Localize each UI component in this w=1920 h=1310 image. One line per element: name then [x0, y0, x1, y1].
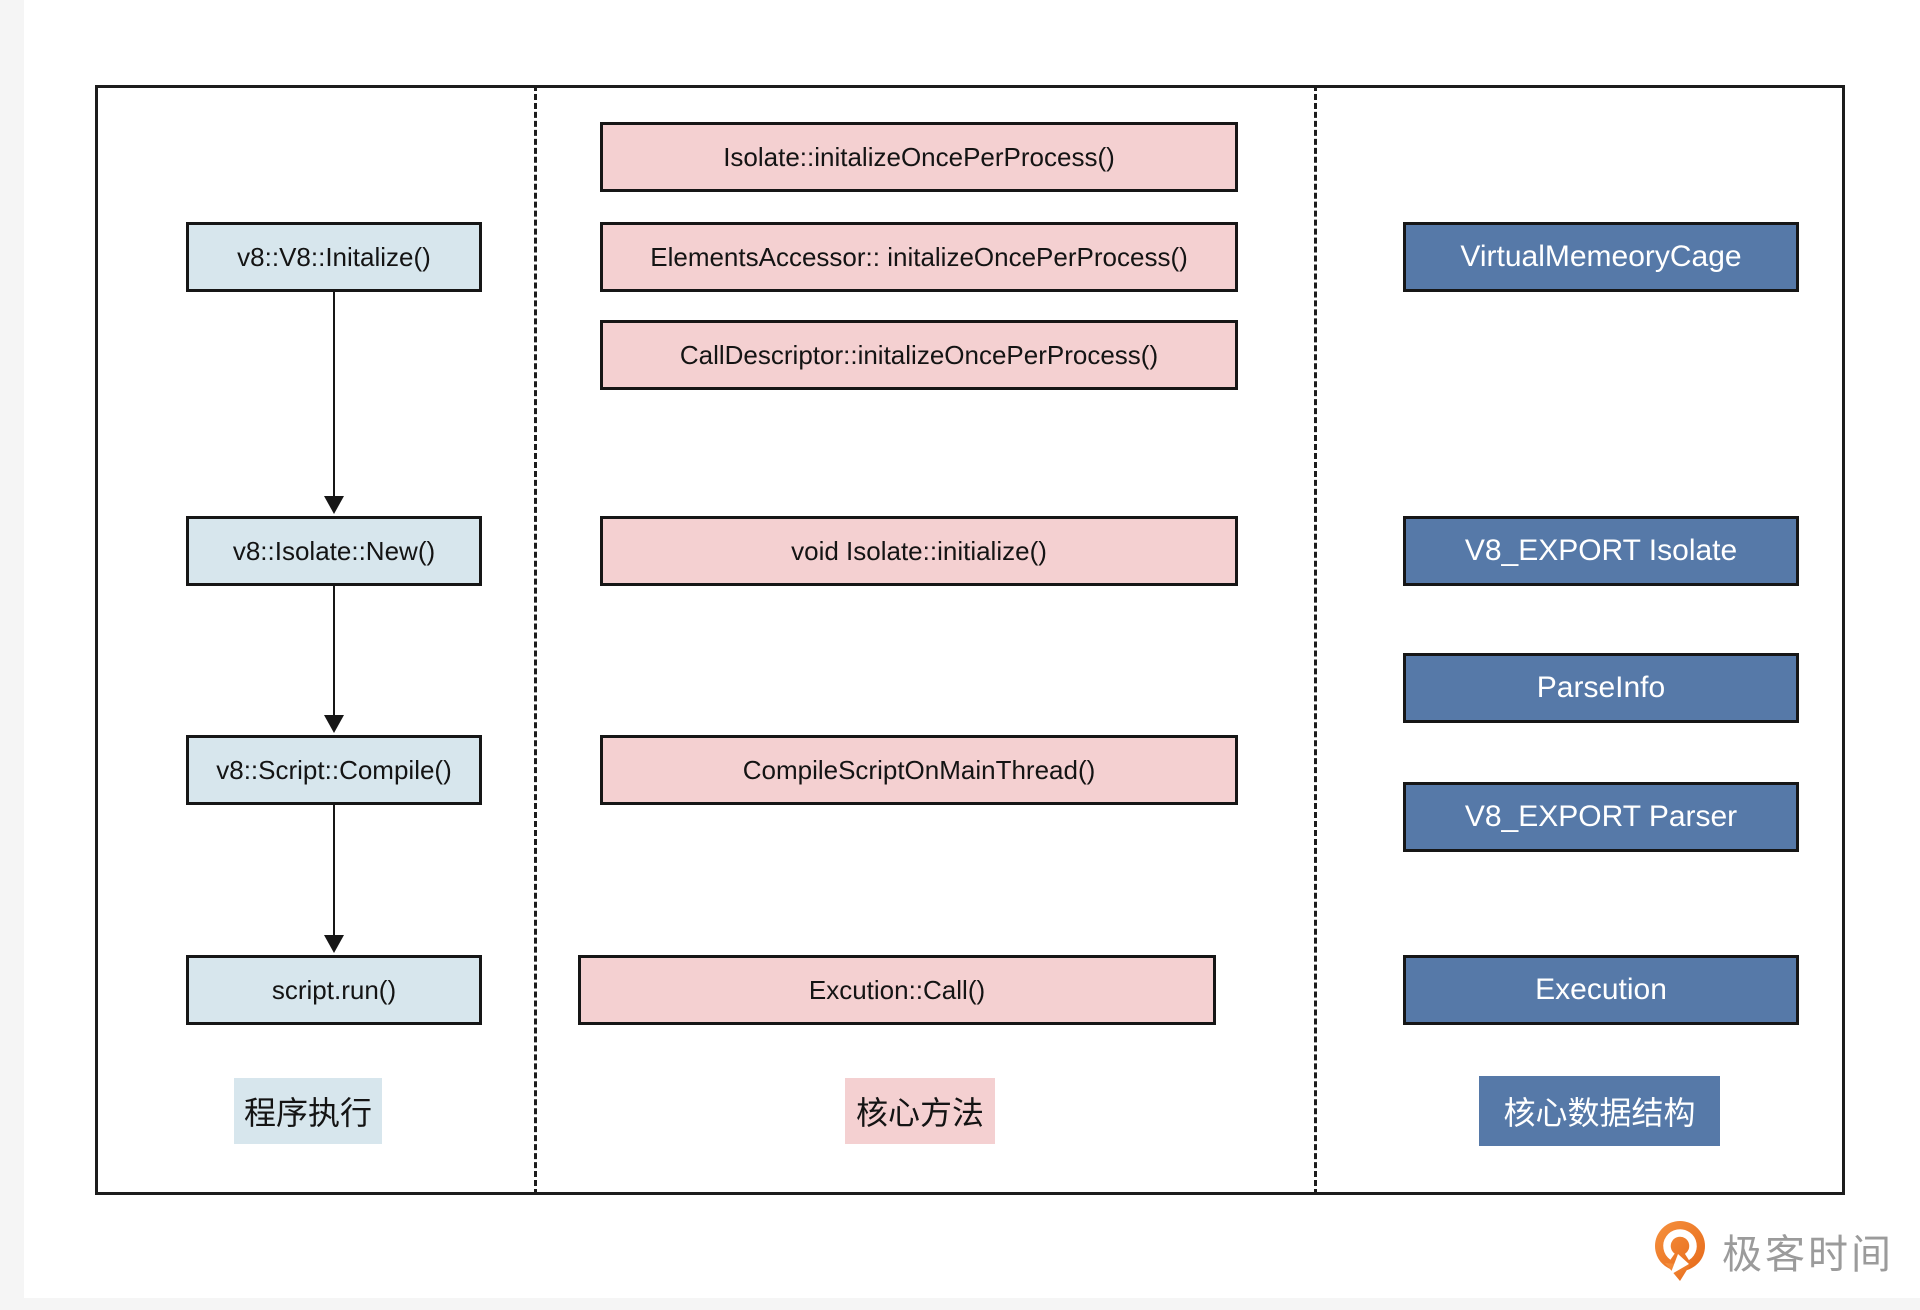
- structure-box-v8-export-isolate: V8_EXPORT Isolate: [1403, 516, 1799, 586]
- structure-box-execution: Execution: [1403, 955, 1799, 1025]
- flow-arrow-head-3: [324, 935, 344, 953]
- caption-core-data-structures: 核心数据结构: [1479, 1076, 1720, 1146]
- method-box-execution-call: Excution::Call(): [578, 955, 1216, 1025]
- flow-box-v8-initialize: v8::V8::Initalize(): [186, 222, 482, 292]
- page-left-margin: [0, 0, 24, 1310]
- page-bottom-margin: [0, 1298, 1920, 1310]
- geektime-logo-icon: [1652, 1220, 1708, 1282]
- flow-arrow-line-1: [333, 292, 335, 497]
- brand-name: 极客时间: [1722, 1233, 1894, 1277]
- caption-program-execution: 程序执行: [234, 1078, 382, 1144]
- structure-box-parseinfo: ParseInfo: [1403, 653, 1799, 723]
- method-box-call-descriptor: CallDescriptor::initalizeOncePerProcess(…: [600, 320, 1238, 390]
- brand-footer: 极客时间: [1652, 1220, 1894, 1282]
- flow-box-script-compile: v8::Script::Compile(): [186, 735, 482, 805]
- flow-arrow-line-2: [333, 586, 335, 715]
- method-box-isolate-initialize: void Isolate::initialize(): [600, 516, 1238, 586]
- flow-box-script-run: script.run(): [186, 955, 482, 1025]
- method-box-isolate-init-once: Isolate::initalizeOncePerProcess(): [600, 122, 1238, 192]
- column-divider-right: [1314, 85, 1317, 1195]
- structure-box-v8-export-parser: V8_EXPORT Parser: [1403, 782, 1799, 852]
- structure-box-virtual-memory-cage: VirtualMemeoryCage: [1403, 222, 1799, 292]
- column-divider-left: [534, 85, 537, 1195]
- flow-arrow-head-1: [324, 496, 344, 514]
- flow-arrow-line-3: [333, 805, 335, 935]
- method-box-compile-script: CompileScriptOnMainThread(): [600, 735, 1238, 805]
- method-box-elements-accessor: ElementsAccessor:: initalizeOncePerProce…: [600, 222, 1238, 292]
- flow-arrow-head-2: [324, 715, 344, 733]
- flow-box-isolate-new: v8::Isolate::New(): [186, 516, 482, 586]
- caption-core-methods: 核心方法: [845, 1078, 995, 1144]
